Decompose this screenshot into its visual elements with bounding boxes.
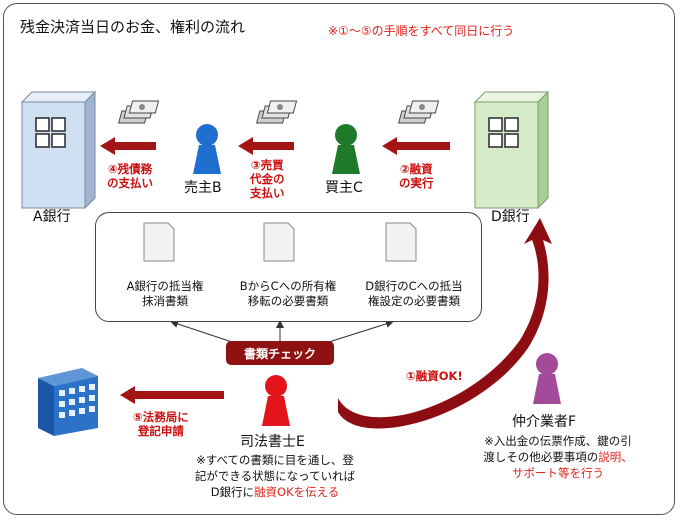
document-2-label: BからCへの所有権移転の必要書類 (239, 279, 337, 308)
document-1-label: A銀行の抵当権抹消書類 (126, 279, 204, 308)
bank-d-building-icon (473, 90, 550, 210)
scrivener-note: ※すべての書類に目を通し、登 記ができる状態になっていれば D銀行に融資OKを伝… (194, 453, 356, 499)
buyer-person-icon (332, 124, 360, 174)
bank-d-label: D銀行 (491, 209, 530, 225)
bank-a-label: A銀行 (33, 209, 71, 225)
broker-label: 仲介業者F (512, 414, 577, 430)
seller-person-icon (193, 124, 221, 174)
broker-note: ※入出金の伝票作成、鍵の引 渡しその他必要事項の説明、 サポート等を行う (483, 434, 633, 480)
diagram-frame (3, 3, 675, 515)
scrivener-label: 司法書士E (240, 434, 305, 450)
broker-person-icon (533, 353, 561, 404)
money-stack-icon-middle (256, 100, 298, 124)
step2-label: ②融資の実行 (399, 162, 434, 190)
buyer-label: 買主C (325, 180, 363, 196)
seller-label: 売主B (184, 180, 222, 196)
arrow-step4 (100, 137, 156, 155)
step1-label: ①融資OK! (406, 369, 463, 383)
step5-label: ⑤法務局に登記申請 (133, 410, 189, 438)
arrow-step1-curve (338, 218, 552, 429)
document-icons (143, 222, 417, 262)
document-check-label: 書類チェック (226, 341, 334, 365)
documents-box: A銀行の抵当権抹消書類 BからCへの所有権移転の必要書類 D銀行のCへの抵当権設… (95, 212, 482, 322)
legal-bureau-building-icon (38, 368, 98, 436)
money-stack-icon-left (118, 100, 160, 124)
diagram-title: 残金決済当日のお金、権利の流れ (20, 18, 246, 36)
document-3-label: D銀行のCへの抵当権設定の必要書類 (365, 279, 463, 308)
same-day-note: ※①～⑤の手順をすべて同日に行う (328, 24, 515, 38)
bank-a-building-icon (20, 90, 97, 210)
arrow-step3 (238, 137, 294, 155)
step4-label: ④残債務の支払い (107, 162, 153, 190)
step3-label: ③売買代金の支払い (250, 158, 285, 200)
scrivener-person-icon (262, 375, 290, 426)
arrow-step5 (120, 386, 224, 404)
money-stack-icon-right (398, 100, 440, 124)
arrow-step2 (382, 137, 450, 155)
